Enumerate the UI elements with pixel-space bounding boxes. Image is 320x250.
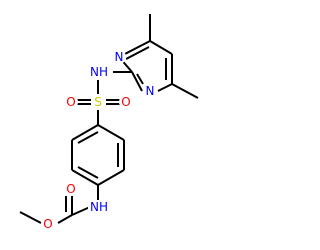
chemical-structure: N N NH S O O NH O [19,14,199,231]
bond-c-lower-n-bottom [157,83,173,92]
atom-labels: N N NH S O O NH O [41,50,157,231]
bond-c-lower-methyl [171,83,199,99]
bond-nh-carbonyl-c [71,206,91,216]
atom-n-top: N [112,50,126,64]
atom-o-ester: O [41,217,55,231]
atom-o-sulfonyl-left: O [64,95,78,109]
label-o-carbonyl: O [66,182,75,196]
label-s: S [94,95,102,109]
atom-s: S [91,95,105,109]
bond-benz-6 [71,124,99,141]
bond-c-top-c-right [149,40,173,55]
bonds [19,14,199,224]
bond-n-bottom-c2-inner [136,73,144,85]
bond-o-methyl [19,211,42,224]
bond-benz-1 [97,124,125,141]
label-nh-carbamate: NH [90,200,108,214]
label-o-ester: O [43,217,52,231]
label-o-right: O [121,95,130,109]
bond-benz-3 [97,169,125,186]
bond-benz-4 [71,169,99,186]
bond-n-top-c-double-inner [125,46,150,60]
bond-c-o-ester [57,214,73,224]
bond-n-bottom-c2 [131,71,143,92]
atom-o-sulfonyl-right: O [119,95,133,109]
atom-nh-sulfonamide: NH [88,65,110,79]
label-n-bottom: N [146,84,155,98]
atom-o-carbonyl: O [64,182,78,196]
atom-nh-carbamate: NH [88,200,110,214]
bond-benz-4-inner [77,166,99,179]
bond-benz-6-inner [77,131,99,144]
atom-n-bottom: N [143,84,157,98]
label-o-left: O [66,95,75,109]
label-n-top: N [115,50,124,64]
label-nh-sulfonamide: NH [90,65,108,79]
